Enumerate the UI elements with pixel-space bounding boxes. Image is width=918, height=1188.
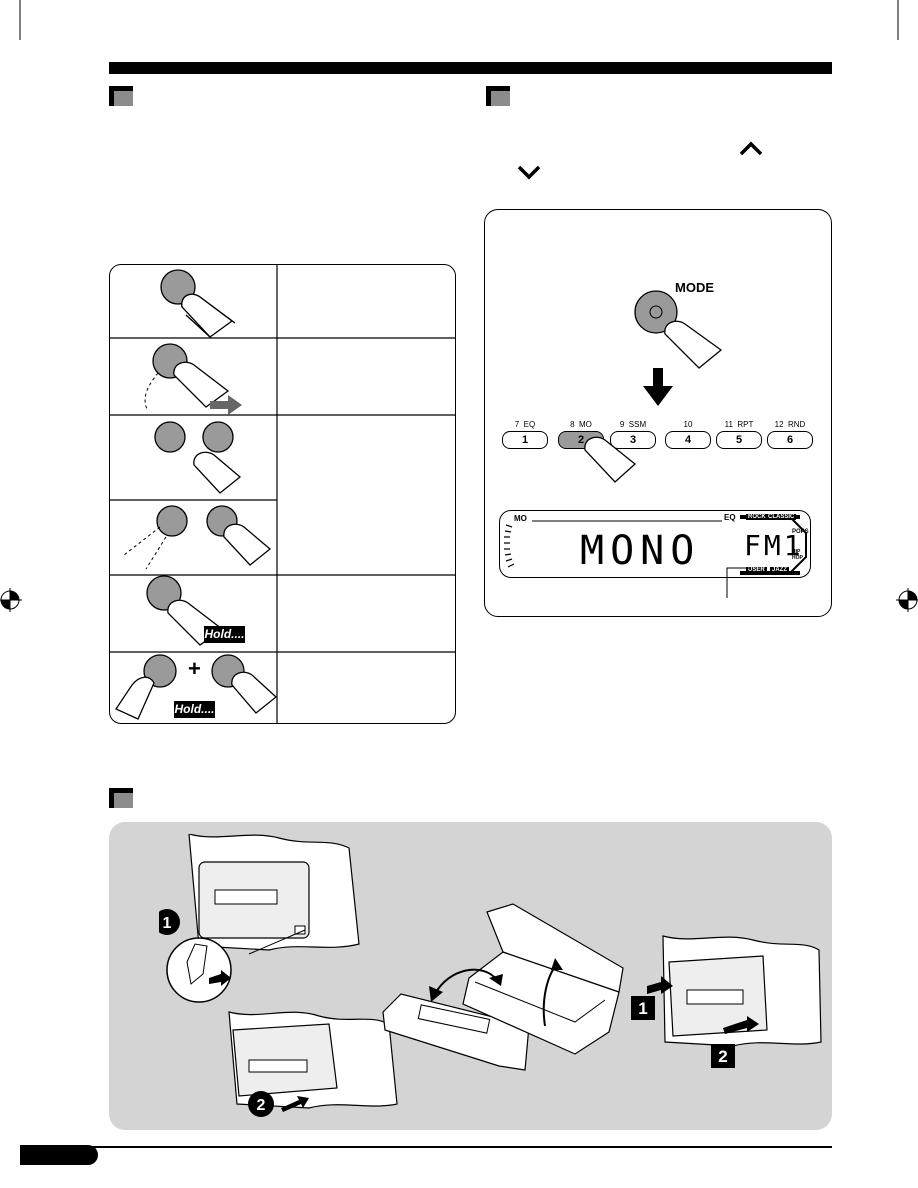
callout-line (726, 567, 749, 598)
page-header-bar (109, 62, 832, 74)
registration-mark-top-left (19, 0, 21, 40)
section-marker-icon (486, 86, 510, 106)
carrying-case-icon (382, 903, 624, 1071)
attach-panel-icon: 1 2 (631, 935, 822, 1068)
registration-target-right (896, 588, 918, 612)
preset-function-label: 11 RPT (724, 420, 754, 429)
step-number: 1 (163, 915, 172, 932)
lcd-display: MO EQ ROCK CLASSIC POPS HIP HOP USER JAZ… (499, 510, 811, 578)
detach-panel-icon: 1 2 (159, 834, 398, 1117)
preset-button-3[interactable]: 9 SSM 3 (610, 420, 656, 456)
footer-rule (20, 1146, 832, 1148)
step-number: 2 (257, 1097, 266, 1114)
sound-mode-label: CLASSIC (766, 514, 797, 520)
hold-badge: Hold.... (174, 701, 215, 718)
preset-function-label: 9 SSM (619, 420, 647, 429)
eq-indicator: EQ (724, 513, 736, 522)
page-number-tab (20, 1145, 98, 1165)
down-arrow-icon (643, 368, 673, 406)
preset-function-label: 10 (683, 420, 693, 429)
mo-indicator: MO (514, 514, 527, 523)
mode-button-label: MODE (675, 280, 714, 295)
section-marker-icon (109, 788, 133, 808)
display-main-text: MONO (580, 528, 701, 574)
button-gesture-table: Hold.... + Hold.... (109, 264, 456, 724)
press-both-and-hold-icon (115, 654, 277, 720)
mode-button-press-icon (634, 290, 723, 369)
preset-number: 5 (716, 431, 762, 449)
sound-mode-label: HIP HOP (792, 549, 803, 561)
preset-button-5[interactable]: 11 RPT 5 (716, 420, 762, 456)
preset-button-1[interactable]: 7 EQ 1 (502, 420, 548, 456)
hold-badge: Hold.... (204, 626, 245, 643)
section-marker-icon (109, 86, 133, 106)
up-chevron-icon (739, 141, 763, 156)
down-chevron-icon (517, 165, 541, 180)
step-number: 2 (718, 1047, 727, 1066)
registration-mark-top-right (897, 0, 899, 40)
sound-mode-label: ROCK (746, 514, 768, 520)
preset-function-label: 7 EQ (514, 420, 536, 429)
preset-number: 6 (767, 431, 813, 449)
preset-number: 4 (665, 431, 711, 449)
step-number: 1 (638, 999, 647, 1018)
press-button-icon (160, 269, 236, 338)
preset-function-label: 8 MO (570, 420, 592, 429)
preset-function-label: 12 RND (774, 420, 806, 429)
preset-button-4[interactable]: 10 4 (665, 420, 711, 456)
preset-number: 3 (610, 431, 656, 449)
preset-number: 1 (502, 431, 548, 449)
display-band-text: FM1 (744, 529, 804, 562)
control-panel-illustration: 1 2 1 2 (109, 822, 832, 1130)
preset-button-6[interactable]: 12 RND 6 (767, 420, 813, 456)
sound-mode-label: POPS (792, 529, 809, 535)
press-two-buttons-icon (154, 421, 242, 494)
registration-target-left (0, 588, 22, 612)
mode-diagram-box: MODE 7 EQ 1 8 MO 2 9 SSM 3 10 4 11 RPT 5… (484, 209, 832, 617)
press-and-slide-icon (144, 343, 242, 415)
sound-mode-label: USER (746, 567, 767, 573)
plus-sign: + (188, 656, 201, 681)
sound-mode-label: JAZZ (770, 567, 789, 573)
finger-press-icon (584, 436, 637, 483)
slide-two-buttons-icon (123, 505, 272, 570)
